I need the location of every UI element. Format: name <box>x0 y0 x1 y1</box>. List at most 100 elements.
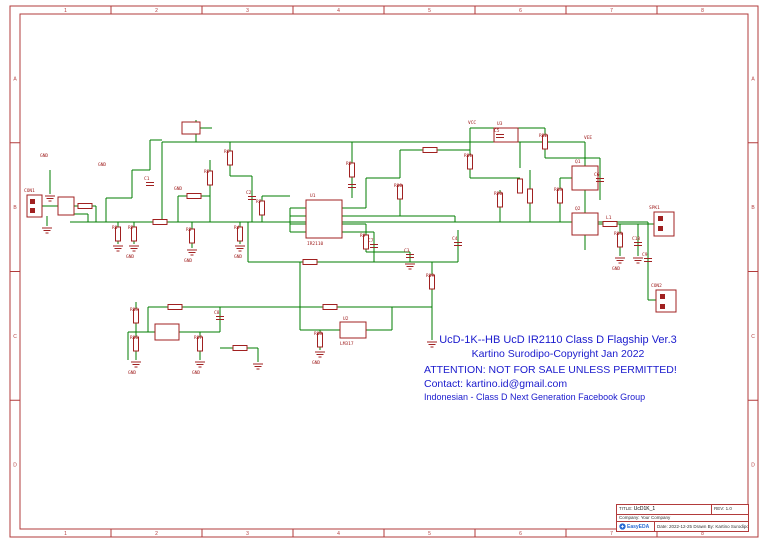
svg-text:C3: C3 <box>404 248 410 254</box>
svg-text:SPK1: SPK1 <box>649 205 660 211</box>
rev-label: REV: <box>714 506 725 511</box>
company-value: Your Company <box>640 515 671 520</box>
title-block-rev-cell: REV: 1.0 <box>712 505 748 514</box>
svg-text:GND: GND <box>192 370 200 376</box>
svg-text:CON2: CON2 <box>651 283 662 289</box>
svg-text:R17: R17 <box>194 335 202 341</box>
svg-text:R13: R13 <box>554 187 562 193</box>
svg-text:1: 1 <box>64 8 67 14</box>
svg-text:R18: R18 <box>314 331 322 337</box>
svg-text:GND: GND <box>98 162 106 168</box>
svg-text:IR2110: IR2110 <box>307 241 324 247</box>
title-block: TITLE: UcD1K_1 REV: 1.0 Company: Your Co… <box>616 504 749 532</box>
annotation-title: UcD-1K--HB UcD IR2110 Class D Flagship V… <box>439 334 677 346</box>
svg-text:8: 8 <box>701 8 704 14</box>
date-label: Date: <box>657 524 668 529</box>
sheet-title: UcD1K_1 <box>633 506 656 512</box>
svg-text:R5: R5 <box>204 169 210 175</box>
title-block-title-cell: TITLE: UcD1K_1 <box>617 505 712 514</box>
brand-name: EasyEDA <box>627 523 650 530</box>
svg-text:R15: R15 <box>130 307 138 313</box>
svg-text:GND: GND <box>234 254 242 260</box>
svg-text:R2: R2 <box>128 225 134 231</box>
svg-text:L1: L1 <box>606 215 612 221</box>
svg-text:D: D <box>751 463 755 469</box>
title-block-meta-cell: Date: 2022-12-25 Drawn By: Kartino Surod… <box>655 524 748 529</box>
svg-text:U3: U3 <box>497 121 503 127</box>
svg-text:C9: C9 <box>642 252 648 258</box>
svg-text:A: A <box>13 76 17 82</box>
drawn-label: Drawn By: <box>693 524 715 529</box>
annotation-contact: Contact: kartino.id@gmail.com <box>424 377 568 390</box>
svg-text:2: 2 <box>155 8 158 14</box>
svg-text:7: 7 <box>610 8 613 14</box>
svg-text:GND: GND <box>126 254 134 260</box>
svg-text:GND: GND <box>174 186 182 192</box>
svg-text:7: 7 <box>610 531 613 537</box>
easyeda-logo-icon <box>619 523 626 530</box>
company-label: Company: <box>619 515 640 520</box>
svg-text:GND: GND <box>612 266 620 272</box>
title-label: TITLE: <box>619 506 633 511</box>
svg-text:R14: R14 <box>614 231 622 237</box>
svg-text:R19: R19 <box>426 273 434 279</box>
svg-text:C5: C5 <box>494 128 500 134</box>
annotation-attention: ATTENTION: NOT FOR SALE UNLESS PERMITTED… <box>424 364 677 376</box>
svg-text:R7: R7 <box>256 199 262 205</box>
annotation-copyright: Kartino Surodipo-Copyright Jan 2022 <box>471 347 645 360</box>
svg-text:VEE: VEE <box>584 135 592 141</box>
svg-text:R1: R1 <box>112 225 118 231</box>
svg-text:2: 2 <box>155 531 158 537</box>
svg-text:R9: R9 <box>360 233 366 239</box>
svg-text:CON1: CON1 <box>24 188 35 194</box>
svg-text:R8: R8 <box>346 161 352 167</box>
svg-text:3: 3 <box>246 531 249 537</box>
svg-text:5: 5 <box>428 531 431 537</box>
svg-text:GND: GND <box>184 258 192 264</box>
svg-text:3: 3 <box>246 8 249 14</box>
svg-text:C: C <box>751 334 755 340</box>
rev-value: 1.0 <box>725 506 732 511</box>
svg-text:R11: R11 <box>464 153 472 159</box>
svg-text:R10: R10 <box>394 183 402 189</box>
svg-text:LM317: LM317 <box>340 341 354 347</box>
title-block-company-cell: Company: Your Company <box>617 515 748 522</box>
svg-text:U1: U1 <box>310 193 316 199</box>
svg-text:C2: C2 <box>246 190 252 196</box>
svg-text:6: 6 <box>519 531 522 537</box>
svg-text:C4: C4 <box>452 236 458 242</box>
svg-text:R4: R4 <box>234 225 240 231</box>
annotation-group: Indonesian - Class D Next Generation Fac… <box>424 392 646 402</box>
svg-text:VCC: VCC <box>468 120 476 126</box>
drawn-value: Kartino Surodipo <box>715 524 748 529</box>
svg-text:C: C <box>13 334 17 340</box>
svg-text:4: 4 <box>337 531 340 537</box>
svg-text:U2: U2 <box>343 316 349 322</box>
svg-text:Q1: Q1 <box>575 159 581 165</box>
svg-text:R16: R16 <box>130 335 138 341</box>
svg-text:4: 4 <box>337 8 340 14</box>
schematic-annotation: UcD-1K--HB UcD IR2110 Class D Flagship V… <box>424 334 692 405</box>
svg-text:Q2: Q2 <box>575 206 581 212</box>
svg-text:R12: R12 <box>539 133 547 139</box>
svg-text:B: B <box>13 205 17 211</box>
svg-text:GND: GND <box>312 360 320 366</box>
svg-text:1: 1 <box>64 531 67 537</box>
svg-text:D: D <box>13 463 17 469</box>
svg-text:C8: C8 <box>214 310 220 316</box>
easyeda-logo: EasyEDA <box>617 522 655 531</box>
svg-text:C10: C10 <box>632 236 640 242</box>
svg-text:R6: R6 <box>224 149 230 155</box>
svg-text:R3: R3 <box>186 227 192 233</box>
svg-text:B: B <box>751 205 755 211</box>
svg-text:C7: C7 <box>368 238 374 244</box>
svg-text:5: 5 <box>428 8 431 14</box>
svg-text:8: 8 <box>701 531 704 537</box>
svg-text:A: A <box>751 76 755 82</box>
svg-text:GND: GND <box>128 370 136 376</box>
svg-text:C6: C6 <box>594 172 600 178</box>
svg-text:C1: C1 <box>144 176 150 182</box>
